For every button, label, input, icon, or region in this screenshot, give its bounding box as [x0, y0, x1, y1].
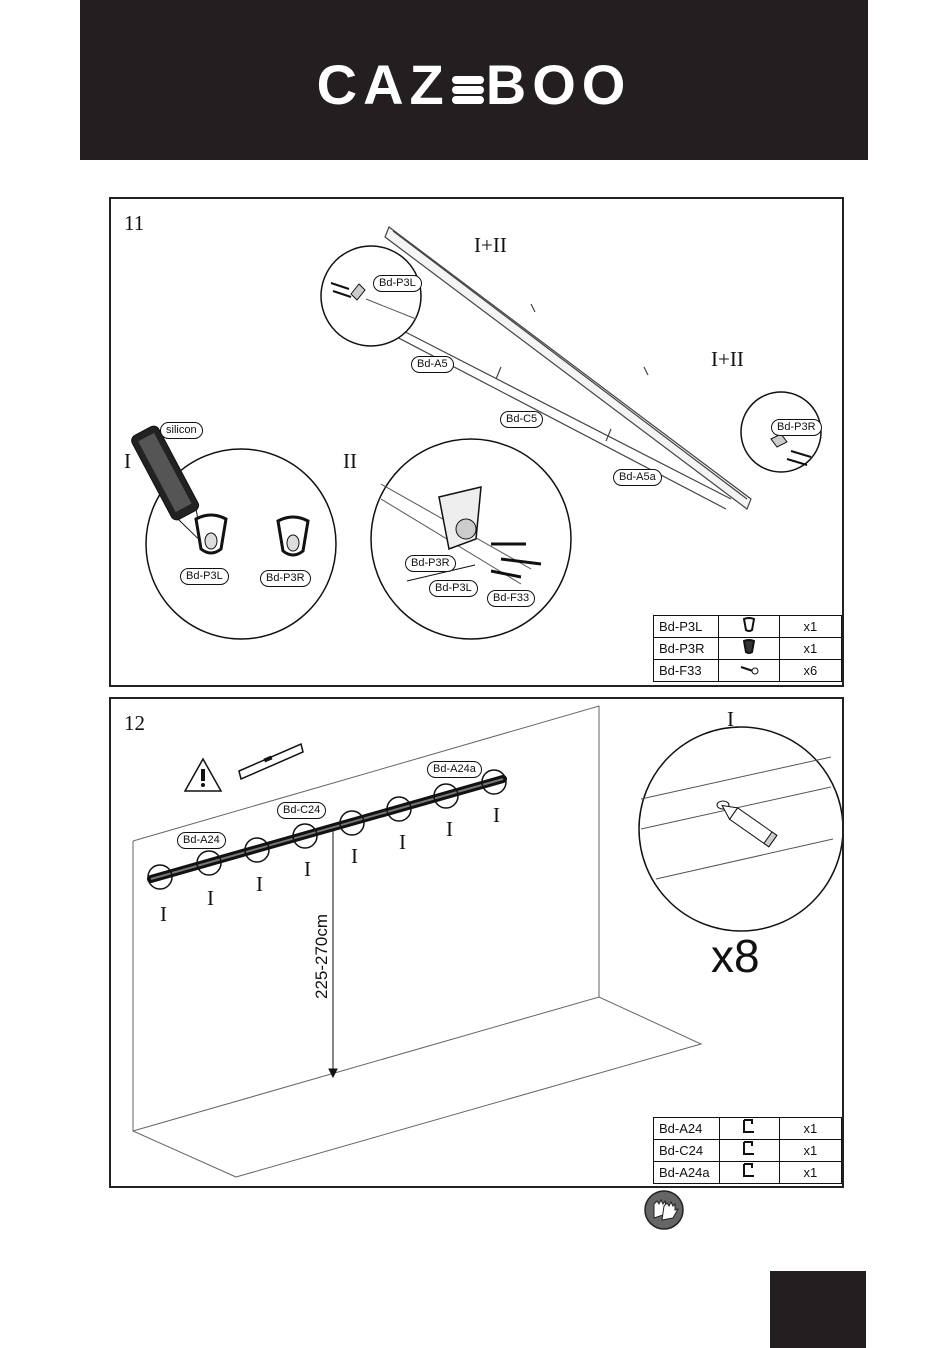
part-code: Bd-A24: [654, 1118, 720, 1140]
table-row: Bd-P3L x1: [654, 616, 842, 638]
detail-circle-pencil: [639, 727, 842, 931]
tag-bd-a5: Bd-A5: [411, 356, 454, 373]
marker-label: I: [446, 817, 453, 842]
tag-bd-p3l-ii: Bd-P3L: [429, 580, 478, 597]
detail-circle-i: [130, 424, 336, 639]
rail-profile-icon: [719, 1162, 779, 1184]
part-qty: x6: [779, 660, 841, 682]
marker-label: I: [256, 872, 263, 897]
tag-bd-a24a: Bd-A24a: [427, 761, 482, 778]
step-11-panel: 11: [109, 197, 844, 687]
part-qty: x1: [779, 1140, 841, 1162]
table-row: Bd-A24 x1: [654, 1118, 842, 1140]
part-code: Bd-C24: [654, 1140, 720, 1162]
header-banner: CAZ BOO: [80, 0, 868, 160]
part-code: Bd-P3L: [654, 616, 719, 638]
detail-circle-top-left: [321, 246, 421, 346]
step-11-illustration: [111, 199, 842, 685]
height-range-label: 225-270cm: [312, 914, 332, 999]
parts-table-step-12: Bd-A24 x1 Bd-C24 x1 Bd-A24a x1: [653, 1117, 842, 1184]
part-code: Bd-F33: [654, 660, 719, 682]
part-code: Bd-A24a: [654, 1162, 720, 1184]
hook-left-icon: [719, 616, 779, 638]
table-row: Bd-F33 x6: [654, 660, 842, 682]
parts-table-step-11: Bd-P3L x1 Bd-P3R x1 Bd-F33 x6: [653, 615, 842, 682]
label-ii: II: [343, 449, 357, 474]
tag-bd-p3r-i: Bd-P3R: [260, 570, 311, 587]
marker-label: I: [493, 803, 500, 828]
detail-circle-ii: [371, 439, 571, 639]
screw-icon: [719, 660, 779, 682]
tag-bd-c24: Bd-C24: [277, 802, 326, 819]
page-corner-tab: [770, 1271, 866, 1348]
tag-bd-c5: Bd-C5: [500, 411, 543, 428]
room-outline: [133, 706, 701, 1177]
table-row: Bd-A24a x1: [654, 1162, 842, 1184]
tag-bd-p3r-detail: Bd-P3R: [771, 419, 822, 436]
marker-label: I: [351, 844, 358, 869]
tag-bd-p3r-ii: Bd-P3R: [405, 555, 456, 572]
label-i-plus-ii-top: I+II: [474, 233, 507, 258]
marker-label: I: [399, 830, 406, 855]
step-12-panel: 12 I: [109, 697, 844, 1188]
rail-profile-icon: [719, 1118, 779, 1140]
part-qty: x1: [779, 616, 841, 638]
hook-right-icon: [719, 638, 779, 660]
tag-bd-p3l-i: Bd-P3L: [180, 568, 229, 585]
tag-silicon: silicon: [160, 422, 203, 439]
logo-equals-mark: [452, 70, 484, 108]
label-i: I: [124, 449, 131, 474]
table-row: Bd-C24 x1: [654, 1140, 842, 1162]
spirit-level-icon: [239, 744, 303, 779]
part-qty: x1: [779, 1162, 841, 1184]
rail-profile-icon: [719, 1140, 779, 1162]
warning-icon: [185, 759, 221, 791]
logo-text-right: BOO: [486, 53, 632, 116]
tag-bd-a5a: Bd-A5a: [613, 469, 662, 486]
part-code: Bd-P3R: [654, 638, 719, 660]
brand-logo: CAZ BOO: [80, 52, 868, 117]
marker-label: I: [304, 857, 311, 882]
part-qty: x1: [779, 1118, 841, 1140]
repeat-count: x8: [711, 929, 760, 983]
logo-text-left: CAZ: [317, 53, 450, 116]
marker-label: I: [160, 902, 167, 927]
part-qty: x1: [779, 638, 841, 660]
tag-bd-a24: Bd-A24: [177, 832, 226, 849]
marker-label: I: [207, 886, 214, 911]
tag-bd-p3l-detail: Bd-P3L: [373, 275, 422, 292]
table-row: Bd-P3R x1: [654, 638, 842, 660]
gloves-icon: [642, 1190, 686, 1230]
tag-bd-f33-ii: Bd-F33: [487, 590, 535, 607]
label-i-plus-ii-right: I+II: [711, 347, 744, 372]
